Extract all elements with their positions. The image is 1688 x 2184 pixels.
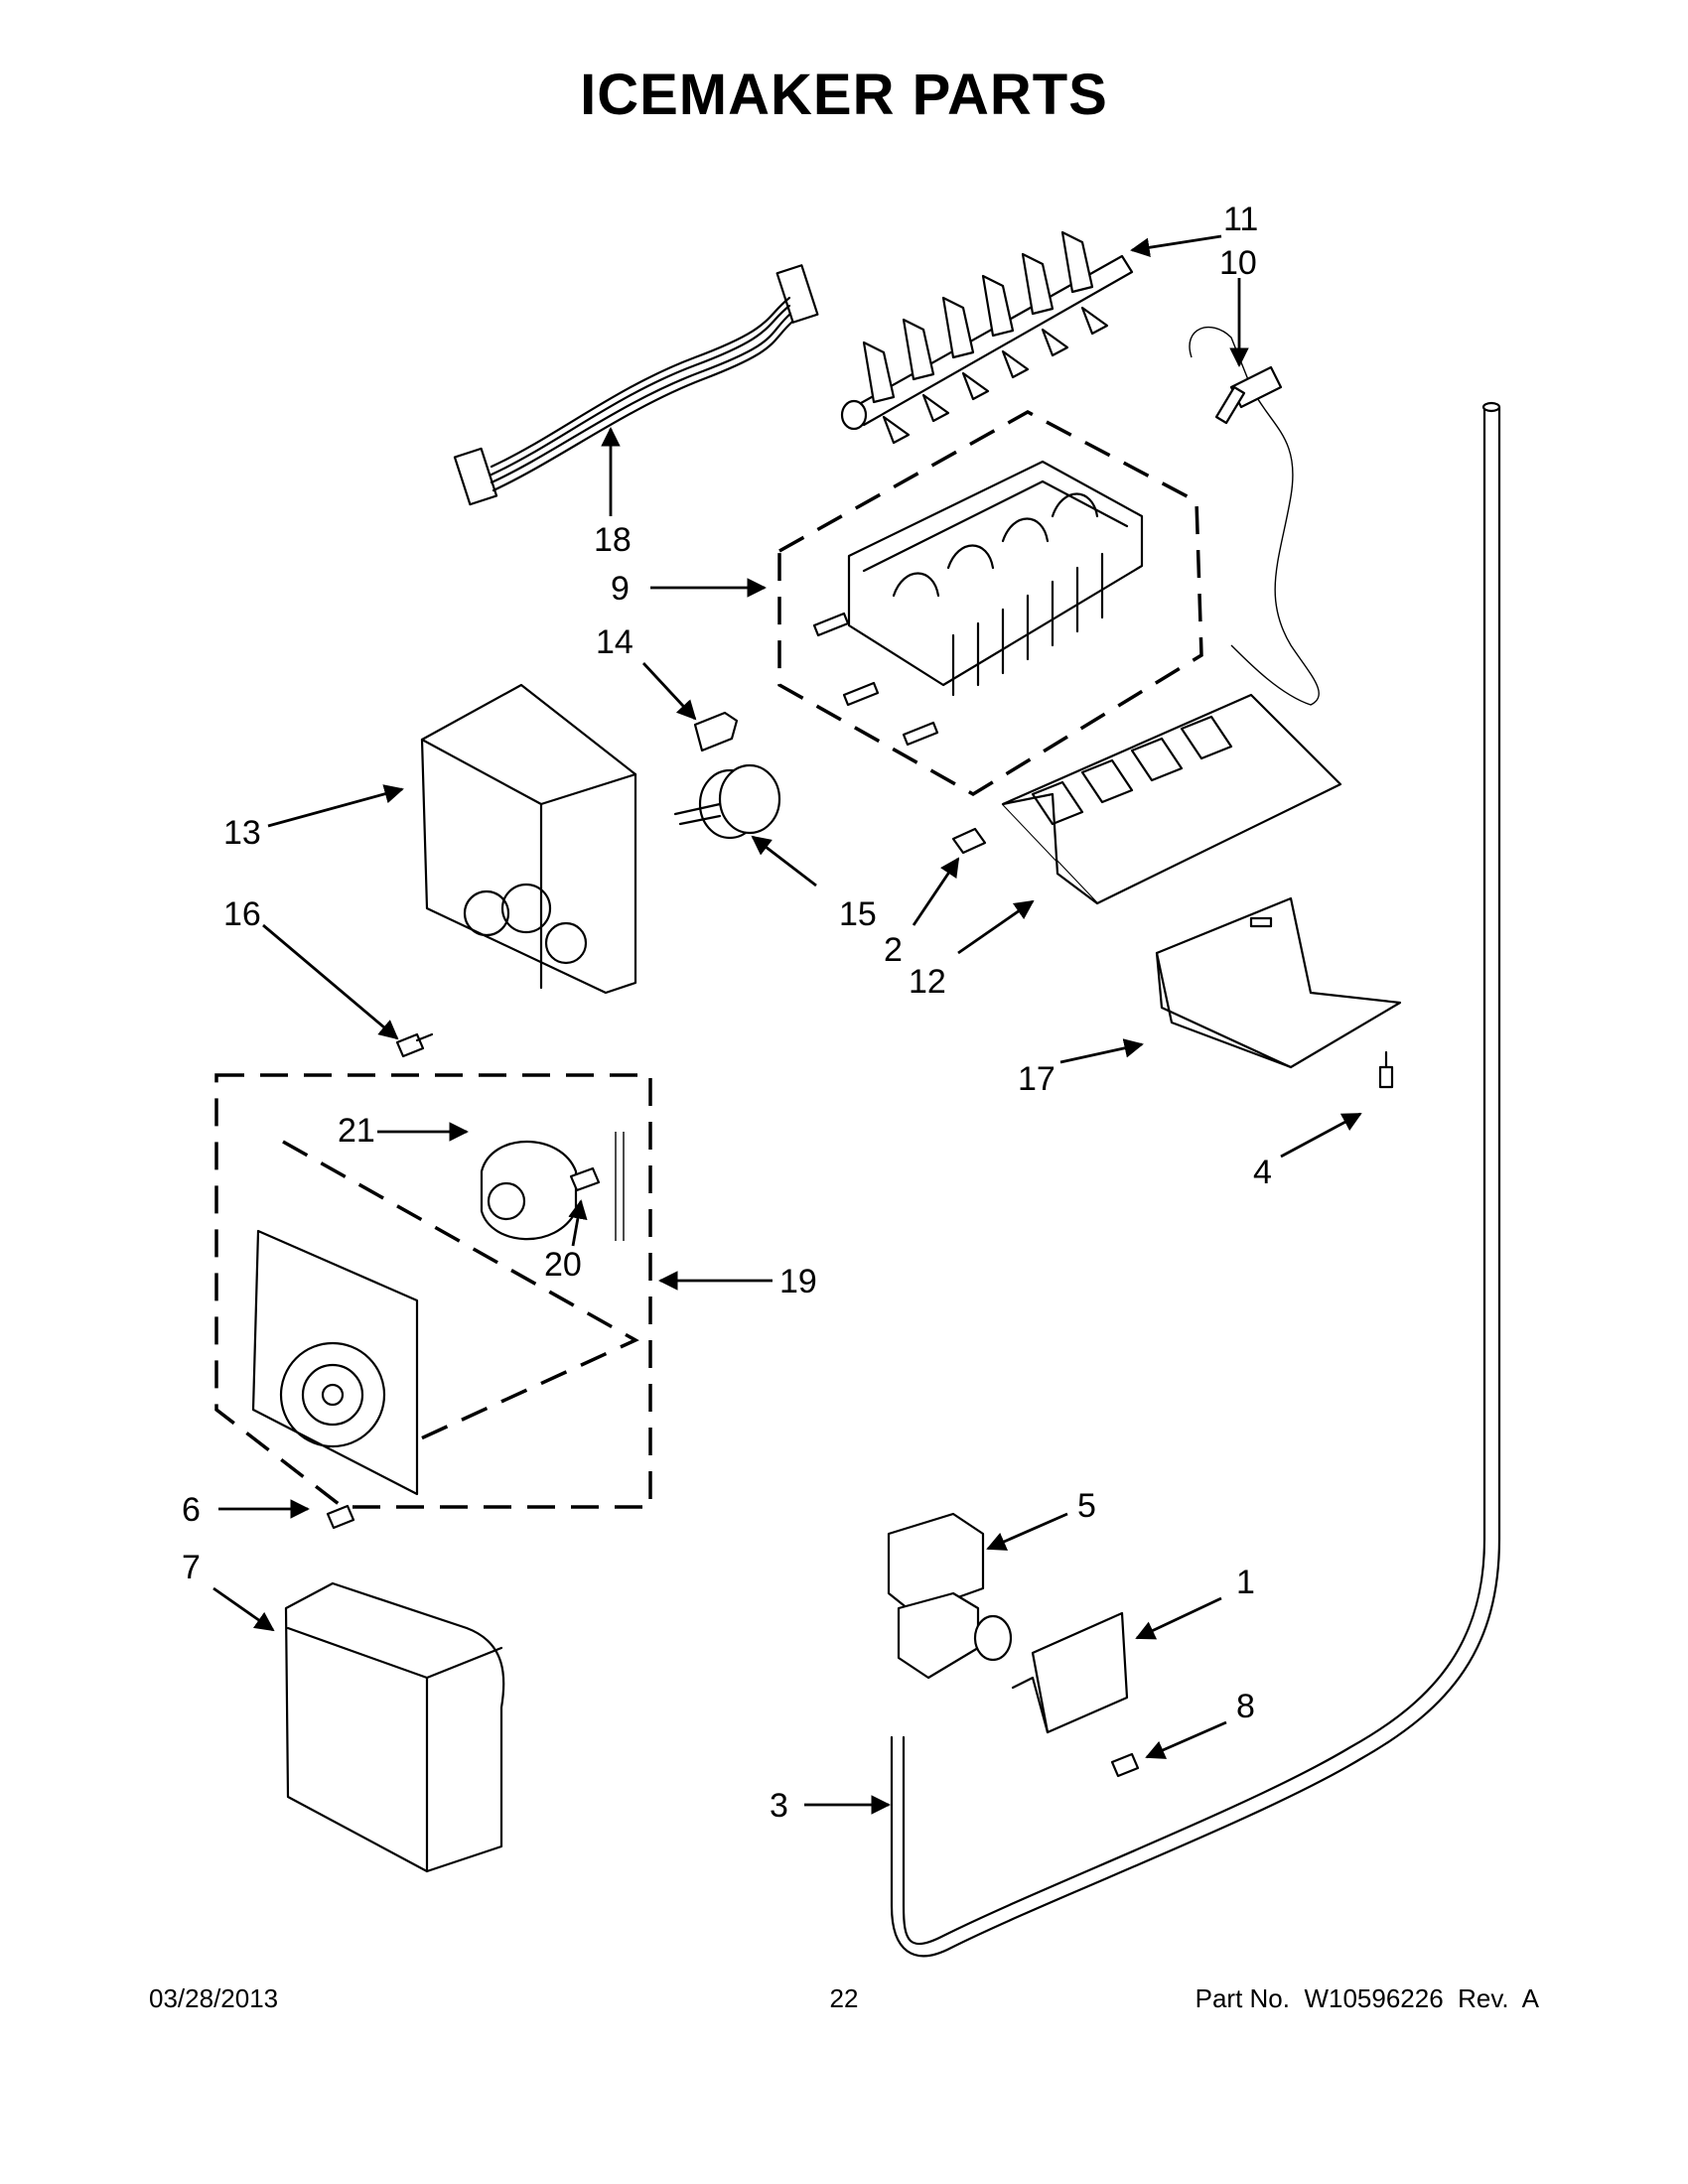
callout-21: 21 bbox=[338, 1112, 375, 1150]
callout-14: 14 bbox=[596, 623, 633, 661]
wire-harness-part bbox=[453, 264, 819, 506]
callout-15: 15 bbox=[839, 895, 877, 933]
housing-part bbox=[420, 683, 637, 995]
ejector-part bbox=[840, 230, 1134, 445]
callout-1: 1 bbox=[1236, 1564, 1255, 1601]
water-valve-part bbox=[887, 1512, 1013, 1680]
screw-8-part bbox=[1110, 1752, 1140, 1778]
callout-12: 12 bbox=[909, 963, 946, 1001]
valve-bracket-part bbox=[1011, 1611, 1129, 1734]
coupler-part bbox=[673, 763, 781, 840]
callout-3: 3 bbox=[770, 1787, 788, 1825]
callout-8: 8 bbox=[1236, 1688, 1255, 1725]
water-tube-part bbox=[890, 401, 1501, 1958]
footer-part-number: Part No. W10596226 Rev. A bbox=[1195, 1983, 1539, 2013]
front-cover-part bbox=[284, 1581, 505, 1873]
screw-6-part bbox=[326, 1504, 355, 1530]
callout-2: 2 bbox=[884, 931, 903, 969]
mold-clip-part bbox=[693, 711, 739, 752]
callout-18: 18 bbox=[594, 521, 632, 559]
stripper-part bbox=[1001, 693, 1342, 905]
thermostat-part bbox=[1189, 327, 1320, 706]
screw-4-part bbox=[1378, 1050, 1394, 1089]
callout-7: 7 bbox=[182, 1549, 201, 1586]
callout-11: 11 bbox=[1223, 201, 1258, 238]
footer-page-number: 22 bbox=[829, 1983, 859, 2013]
callout-labels: 1 2 3 4 5 6 7 8 9 10 11 12 13 14 15 16 1… bbox=[182, 201, 1272, 1825]
leader-lines bbox=[212, 234, 1362, 1815]
page-title: ICEMAKER PARTS bbox=[580, 63, 1108, 127]
footer-date: 03/28/2013 bbox=[149, 1983, 279, 2013]
callout-10: 10 bbox=[1219, 244, 1257, 282]
callout-13: 13 bbox=[223, 814, 261, 852]
callout-5: 5 bbox=[1077, 1487, 1096, 1525]
screw-20-part bbox=[569, 1166, 601, 1192]
screw-16-part bbox=[395, 1032, 434, 1058]
fill-cup-clip-part bbox=[951, 827, 987, 855]
callout-6: 6 bbox=[182, 1491, 201, 1529]
mold-part bbox=[777, 410, 1203, 797]
callout-19: 19 bbox=[779, 1263, 817, 1300]
callout-9: 9 bbox=[611, 570, 630, 608]
callout-17: 17 bbox=[1018, 1060, 1055, 1098]
callout-16: 16 bbox=[223, 895, 261, 933]
mounting-bracket-part bbox=[1155, 896, 1402, 1069]
control-assembly-part bbox=[214, 1073, 652, 1509]
callout-20: 20 bbox=[544, 1246, 582, 1284]
callout-4: 4 bbox=[1253, 1154, 1272, 1191]
